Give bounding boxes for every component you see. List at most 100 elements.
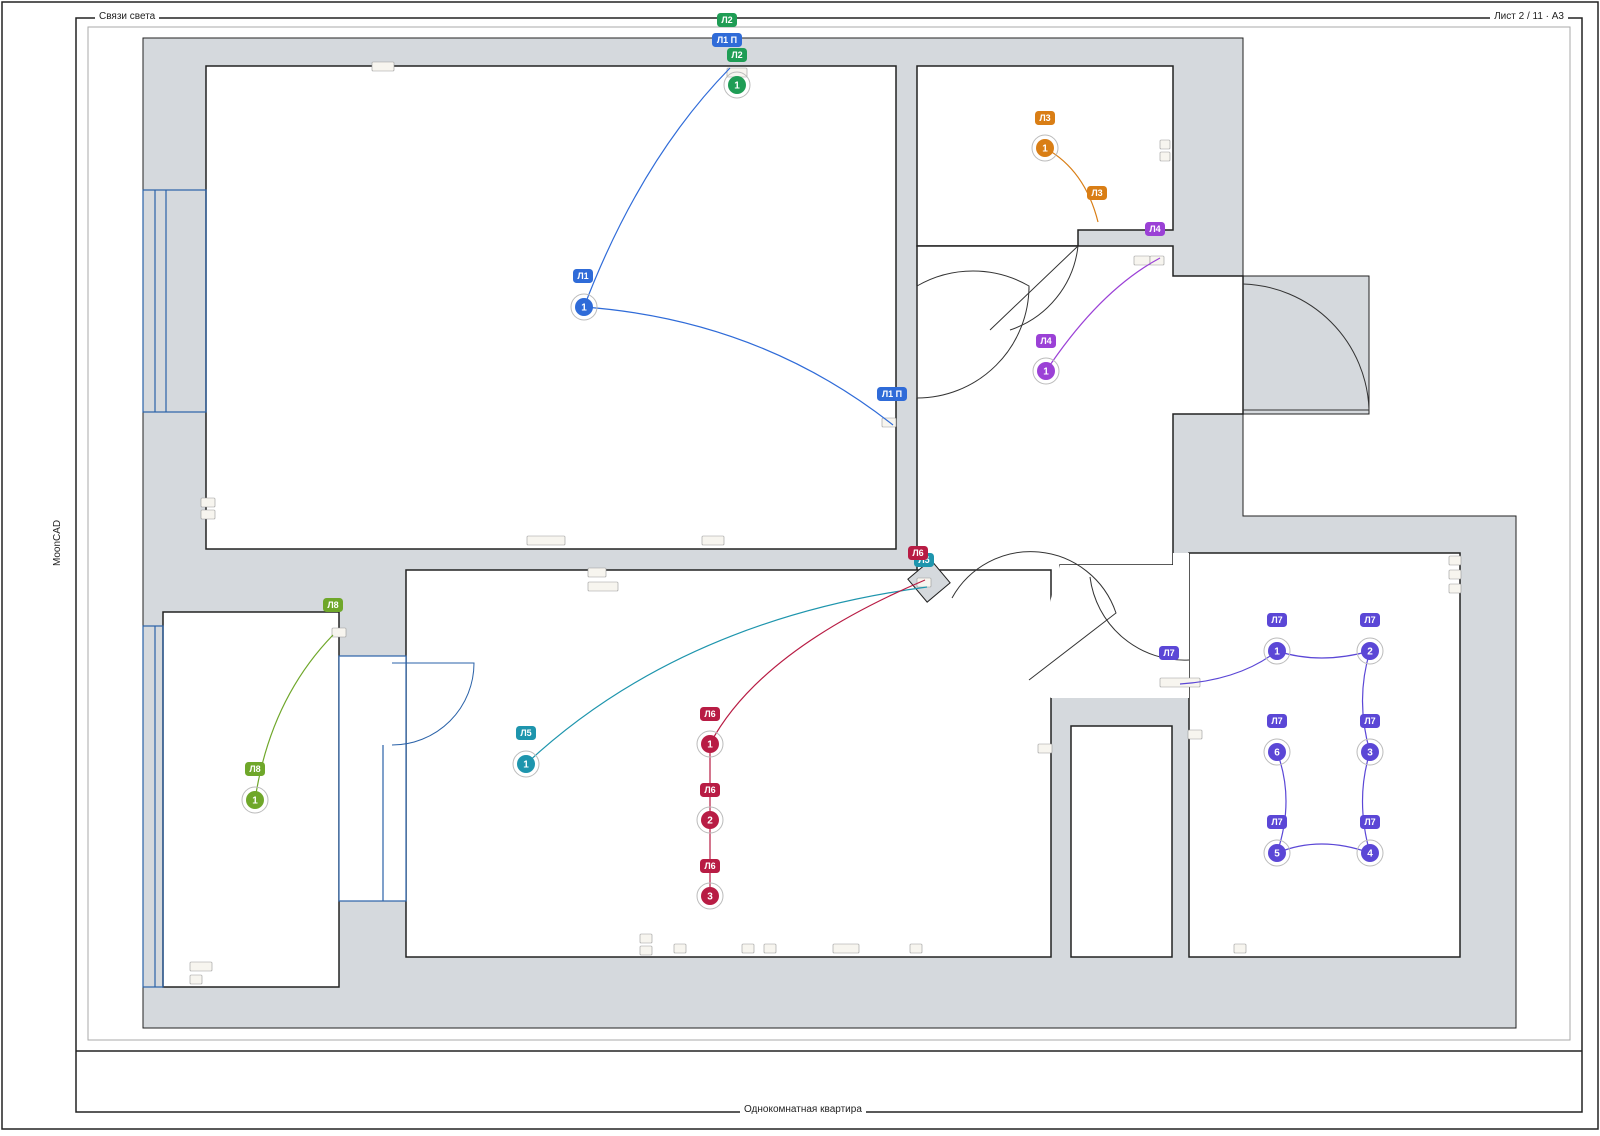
- badge-l8[interactable]: Л8: [323, 598, 343, 612]
- wall-fixture[interactable]: [1133, 255, 1151, 266]
- side-label: MoonCAD: [52, 519, 63, 566]
- badge-l1[interactable]: Л1 П: [877, 387, 907, 401]
- badge-l2[interactable]: Л2: [717, 13, 737, 27]
- light-links: [254, 67, 1371, 896]
- light-number: 2: [1367, 647, 1373, 658]
- wall-fixture[interactable]: [639, 945, 653, 956]
- wall-fixture[interactable]: [1149, 255, 1165, 266]
- light-l6-1[interactable]: 1: [696, 730, 724, 758]
- room-storage: [1070, 725, 1173, 958]
- light-number: 3: [1367, 748, 1373, 759]
- badge-l2[interactable]: Л2: [727, 48, 747, 62]
- badge-label: Л6: [704, 861, 715, 871]
- wall-fixture[interactable]: [741, 943, 755, 954]
- badge-l7[interactable]: Л7: [1159, 646, 1179, 660]
- badge-label: Л3: [1039, 113, 1050, 123]
- light-number: 1: [1042, 144, 1048, 155]
- badge-label: Л7: [1364, 615, 1375, 625]
- badge-l1[interactable]: Л1 П: [712, 33, 742, 47]
- wall-fixture[interactable]: [1187, 729, 1203, 740]
- badge-l3[interactable]: Л3: [1087, 186, 1107, 200]
- light-l7-4[interactable]: 4: [1356, 839, 1384, 867]
- light-l7-5[interactable]: 5: [1263, 839, 1291, 867]
- light-number: 1: [734, 81, 740, 92]
- badge-l3[interactable]: Л3: [1035, 111, 1055, 125]
- wall-fixture[interactable]: [701, 535, 725, 546]
- badge-label: Л1 П: [882, 389, 902, 399]
- link-l8-13: [254, 634, 334, 801]
- windows: [142, 189, 407, 988]
- light-l8-1[interactable]: 1: [241, 786, 269, 814]
- link-l3-2: [1044, 147, 1099, 223]
- link-l7-12: [1276, 751, 1287, 854]
- room-living: [205, 65, 897, 550]
- wall-fixture[interactable]: [526, 535, 566, 546]
- light-l2-1[interactable]: 1: [723, 71, 751, 99]
- light-l5-1[interactable]: 1: [512, 750, 540, 778]
- badge-l7[interactable]: Л7: [1267, 815, 1287, 829]
- light-l6-2[interactable]: 2: [696, 806, 724, 834]
- link-l7-9: [1361, 650, 1371, 753]
- wall-fixture[interactable]: [331, 627, 347, 638]
- wall-fixture[interactable]: [1159, 677, 1201, 688]
- wall-fixture[interactable]: [673, 943, 687, 954]
- door-kitchen: [951, 551, 1117, 681]
- wall-fixture[interactable]: [1448, 569, 1462, 580]
- light-l7-3[interactable]: 3: [1356, 738, 1384, 766]
- light-l6-3[interactable]: 3: [696, 882, 724, 910]
- light-l1-1[interactable]: 1: [570, 293, 598, 321]
- badge-label: Л5: [520, 728, 531, 738]
- wall-fixture[interactable]: [587, 567, 607, 578]
- badge-l4[interactable]: Л4: [1036, 334, 1056, 348]
- wall-fixture[interactable]: [1159, 151, 1171, 162]
- badge-l7[interactable]: Л7: [1267, 714, 1287, 728]
- wall-fixture[interactable]: [1037, 743, 1053, 754]
- badge-label: Л2: [721, 15, 732, 25]
- badge-label: Л4: [1149, 224, 1160, 234]
- rooms: [162, 65, 1461, 988]
- wall-fixture[interactable]: [1448, 583, 1462, 594]
- wall-fixture[interactable]: [639, 933, 653, 944]
- badge-l1[interactable]: Л1: [573, 269, 593, 283]
- badge-label: Л7: [1271, 615, 1282, 625]
- badge-l6[interactable]: Л6: [700, 707, 720, 721]
- badge-l6[interactable]: Л6: [700, 859, 720, 873]
- wall-fixture[interactable]: [1233, 943, 1247, 954]
- light-number: 3: [707, 892, 713, 903]
- wall-fixture[interactable]: [371, 61, 395, 72]
- wall-fixture[interactable]: [587, 581, 619, 592]
- light-number: 1: [523, 760, 529, 771]
- light-l7-2[interactable]: 2: [1356, 637, 1384, 665]
- sheet-title: Связи света: [95, 11, 160, 23]
- wall-fixture[interactable]: [189, 961, 213, 972]
- badge-l7[interactable]: Л7: [1267, 613, 1287, 627]
- badge-l4[interactable]: Л4: [1145, 222, 1165, 236]
- light-l4-1[interactable]: 1: [1032, 357, 1060, 385]
- light-number: 1: [707, 740, 713, 751]
- badge-label: Л2: [731, 50, 742, 60]
- light-l3-1[interactable]: 1: [1031, 134, 1059, 162]
- wall-fixture[interactable]: [200, 509, 216, 520]
- wall-fixture[interactable]: [200, 497, 216, 508]
- badge-l6[interactable]: Л6: [700, 783, 720, 797]
- badge-l7[interactable]: Л7: [1360, 815, 1380, 829]
- badge-l7[interactable]: Л7: [1360, 613, 1380, 627]
- badge-l6[interactable]: Л6: [908, 546, 928, 560]
- light-l7-1[interactable]: 1: [1263, 637, 1291, 665]
- door-entrance: [1242, 283, 1370, 411]
- wall-fixture[interactable]: [1448, 555, 1462, 566]
- badge-label: Л7: [1163, 648, 1174, 658]
- badge-l7[interactable]: Л7: [1360, 714, 1380, 728]
- wall-fixture[interactable]: [763, 943, 777, 954]
- link-l7-7: [1179, 650, 1278, 685]
- badge-l5[interactable]: Л5: [516, 726, 536, 740]
- light-l7-6[interactable]: 6: [1263, 738, 1291, 766]
- wall-fixture[interactable]: [189, 974, 203, 985]
- wall-fixture[interactable]: [832, 943, 860, 954]
- wall-fixture[interactable]: [1159, 139, 1171, 150]
- badge-l8[interactable]: Л8: [245, 762, 265, 776]
- wall-fixture[interactable]: [909, 943, 923, 954]
